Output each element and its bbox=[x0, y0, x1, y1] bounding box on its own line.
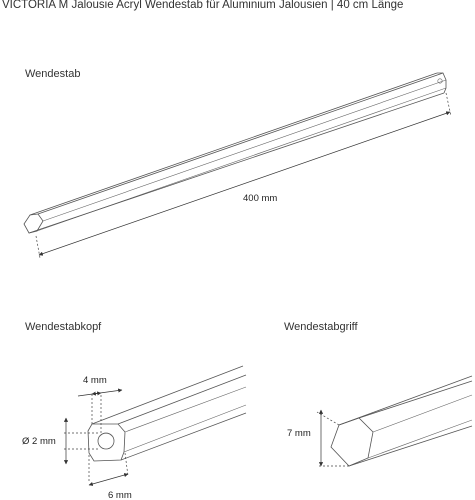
head-offset-arrows bbox=[91, 391, 102, 396]
head-hole-shading bbox=[99, 432, 113, 437]
head-label: Wendestabkopf bbox=[25, 321, 102, 333]
head-bottom-edge bbox=[120, 412, 247, 461]
head-upper-edge bbox=[117, 374, 247, 425]
head-width-ext-right bbox=[124, 452, 129, 477]
grip-bottom-edge bbox=[348, 425, 473, 467]
grip-top-edge bbox=[338, 375, 473, 426]
grip-upper-edge bbox=[358, 380, 473, 419]
head-width-label: 6 mm bbox=[108, 490, 132, 500]
head-drawing bbox=[63, 365, 247, 486]
grip-face-edge bbox=[372, 394, 473, 433]
head-face-edge bbox=[124, 386, 247, 433]
rod-length-dimension bbox=[38, 111, 451, 256]
rod-face-edge bbox=[42, 79, 447, 222]
grip-size-ext-top bbox=[316, 411, 340, 426]
head-lower-edge bbox=[123, 404, 247, 453]
page-title: VICTORIA M Jalousie Acryl Wendestab für … bbox=[2, 0, 404, 11]
head-hole-diameter-label: Ø 2 mm bbox=[22, 436, 56, 447]
rod-bottom-edge bbox=[28, 92, 445, 234]
grip-size-label: 7 mm bbox=[287, 428, 311, 439]
grip-lower-edge bbox=[367, 419, 473, 459]
rod-end-hole bbox=[437, 78, 443, 84]
rod-label: Wendestab bbox=[25, 68, 81, 80]
rod-drawing bbox=[23, 72, 452, 259]
head-end-face bbox=[87, 423, 126, 462]
head-hole-offset-label: 4 mm bbox=[83, 375, 107, 386]
rod-top-edge bbox=[29, 72, 438, 216]
rod-far-end bbox=[437, 72, 447, 94]
head-width-dimension bbox=[88, 473, 129, 486]
rod-upper-edge bbox=[37, 72, 444, 215]
head-top-edge bbox=[91, 365, 244, 425]
grip-drawing bbox=[316, 375, 473, 467]
grip-end-face bbox=[330, 417, 374, 467]
grip-label: Wendestabgriff bbox=[284, 321, 358, 333]
